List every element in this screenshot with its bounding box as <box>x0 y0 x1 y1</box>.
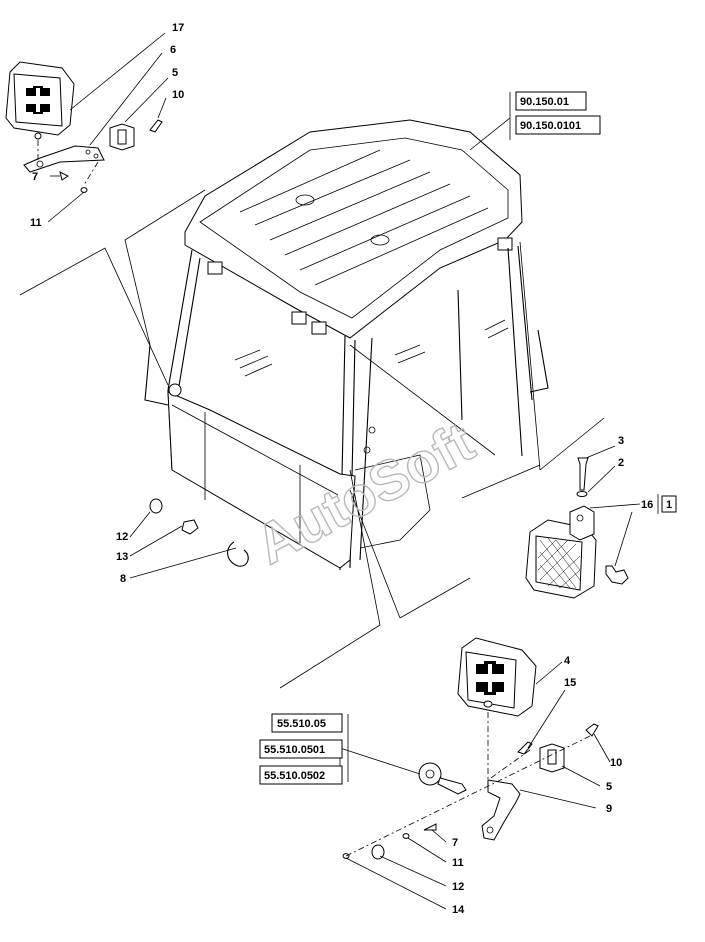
callout-16: 16 <box>641 499 653 511</box>
work-lamp-bottom <box>342 637 599 860</box>
callout-14: 14 <box>452 904 465 916</box>
wiper-reference-boxes: 55.510.05 55.510.0501 55.510.0502 <box>259 713 349 785</box>
ref-90-150-01: 90.150.01 <box>520 96 569 108</box>
callout-13: 13 <box>116 551 128 563</box>
callout-12b: 12 <box>452 881 464 893</box>
callout-10b: 10 <box>610 757 622 769</box>
callout-7b: 7 <box>452 837 458 849</box>
callout-2: 2 <box>618 457 624 469</box>
ref-box-1 <box>661 495 677 513</box>
callout-1: 1 <box>666 499 672 511</box>
callout-5b: 5 <box>606 781 612 793</box>
ref-55-510-0501: 55.510.0501 <box>264 744 325 756</box>
callout-4: 4 <box>564 655 571 667</box>
callout-15: 15 <box>564 677 576 689</box>
ref-55-510-0502: 55.510.0502 <box>264 770 325 782</box>
cab-reference-boxes: 90.150.01 90.150.0101 <box>509 91 601 140</box>
small-parts-left <box>149 498 249 567</box>
cab-leader-lines <box>19 189 605 689</box>
callout-5: 5 <box>172 67 178 79</box>
callout-10: 10 <box>172 89 184 101</box>
callout-11b: 11 <box>452 857 464 869</box>
work-lamp-top-left <box>5 61 163 193</box>
cab-assembly <box>144 119 549 571</box>
callout-8: 8 <box>120 573 126 585</box>
ref-55-510-05: 55.510.05 <box>277 718 326 730</box>
callout-17: 17 <box>172 22 184 34</box>
callout-11: 11 <box>30 217 42 229</box>
callout-leaders <box>47 32 641 910</box>
callout-9: 9 <box>606 803 612 815</box>
callout-numbers: 17 6 5 10 7 11 3 2 16 1 12 13 8 4 15 10 … <box>30 22 677 916</box>
ref-90-150-0101: 90.150.0101 <box>520 120 581 132</box>
callout-7: 7 <box>32 171 38 183</box>
work-lamp-right <box>525 457 629 599</box>
callout-6: 6 <box>170 44 176 56</box>
callout-3: 3 <box>618 435 624 447</box>
callout-12: 12 <box>116 531 128 543</box>
